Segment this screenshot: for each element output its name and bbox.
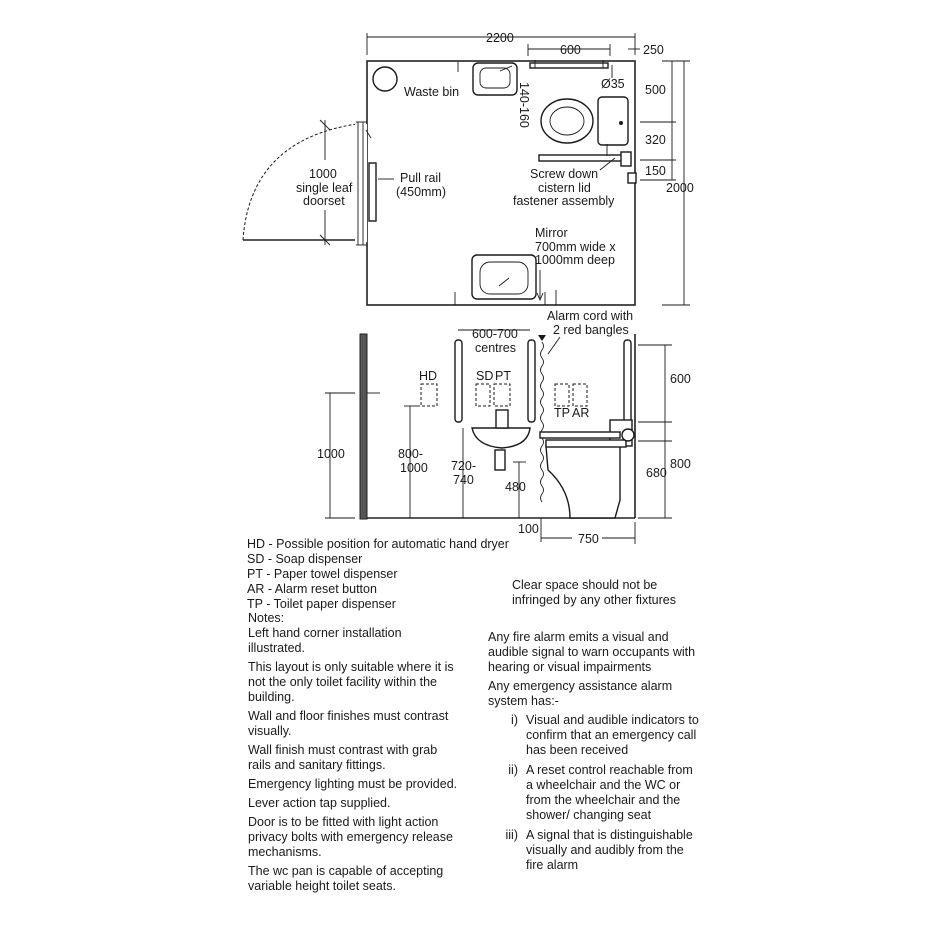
fire-alarm-text: Any fire alarm emits a visual and audibl… <box>488 630 696 674</box>
dim-250: 250 <box>643 43 664 57</box>
door-label-2: single leaf <box>296 181 353 195</box>
alarm-cord <box>540 341 544 503</box>
centres-label-1: 600-700 <box>472 327 518 341</box>
plan-hand-basin-bottom <box>471 254 537 300</box>
elevation-tap <box>495 409 509 429</box>
ar-label: AR <box>572 406 589 420</box>
elevation-view: 1000 HD 800- 1000 600-700 centres SD PT … <box>317 309 691 546</box>
legend-ar: AR - Alarm reset button <box>247 582 377 596</box>
waste-bin-icon <box>372 66 398 92</box>
emergency-intro-text: Any emergency assistance alarm system ha… <box>488 679 673 708</box>
elevation-wc <box>545 445 621 519</box>
legend: HD - Possible position for automatic han… <box>247 537 509 612</box>
dim-2200: 2200 <box>486 31 514 45</box>
centres-label-2: centres <box>475 341 516 355</box>
dim-500: 500 <box>645 83 666 97</box>
door-swing-arc <box>242 123 358 241</box>
note-6: Lever action tap supplied. <box>248 796 391 810</box>
note-4: Wall finish must contrast with grab rail… <box>248 743 438 772</box>
note-2: This layout is only suitable where it is… <box>248 660 454 704</box>
alarm-reset-position <box>572 383 588 407</box>
notes-heading: Notes: <box>248 611 285 625</box>
note-8: The wc pan is capable of accepting varia… <box>248 864 444 893</box>
plan-view: 2200 600 250 Ø35 Waste bin 140-160 <box>242 31 694 306</box>
mirror-label-1: Mirror <box>535 226 568 240</box>
plan-hand-basin-top <box>472 62 518 96</box>
mirror-label-3: 1000mm deep <box>535 253 615 267</box>
dim-750: 750 <box>578 532 599 546</box>
pull-rail <box>368 162 377 222</box>
dim-150: 150 <box>645 164 666 178</box>
elevation-wc-vertical-rail <box>527 339 536 423</box>
elevation-door-wall <box>359 333 368 520</box>
fire-alarm-note: Any fire alarm emits a visual and audibl… <box>488 630 698 713</box>
tp-label: TP <box>554 406 570 420</box>
emergency-item-2-text: A reset control reachable from a wheelch… <box>526 763 693 822</box>
alarm-label-1: Alarm cord with <box>547 309 633 323</box>
dim-100: 100 <box>518 522 539 536</box>
note-5: Emergency lighting must be provided. <box>248 777 458 791</box>
emergency-item-1-text: Visual and audible indicators to confirm… <box>526 713 699 757</box>
dim-elev-1000: 1000 <box>317 447 345 461</box>
dim-2000: 2000 <box>666 181 694 195</box>
dim-800: 800 <box>670 457 691 471</box>
dim-320: 320 <box>645 133 666 147</box>
waste-bin-label: Waste bin <box>404 85 459 99</box>
dim-rail-diameter: Ø35 <box>601 77 625 91</box>
fastener-label-3: fastener assembly <box>513 194 615 208</box>
plan-wc-pan <box>540 98 594 144</box>
sd-label: SD <box>476 369 493 383</box>
emergency-item-3: iii) A signal that is distinguishable vi… <box>488 828 703 873</box>
dim-720-740-a: 720- <box>451 459 476 473</box>
paper-towel-position <box>493 383 511 407</box>
dim-800-1000-b: 1000 <box>400 461 428 475</box>
pt-label: PT <box>495 369 511 383</box>
pull-rail-label-1: Pull rail <box>400 171 441 185</box>
note-7: Door is to be fitted with light action p… <box>248 815 453 859</box>
dim-800-1000-a: 800- <box>398 447 423 461</box>
elevation-right-vertical-rail <box>623 339 632 429</box>
alarm-label-2: 2 red bangles <box>553 323 629 337</box>
hand-dryer-position <box>420 383 438 407</box>
elevation-drop-down-rail <box>545 439 627 448</box>
emergency-item-1: i) Visual and audible indicators to conf… <box>488 713 703 758</box>
note-3: Wall and floor finishes must contrast vi… <box>248 709 449 738</box>
dim-680: 680 <box>646 466 667 480</box>
mirror-label-2: 700mm wide x <box>535 240 616 254</box>
clear-space-text: Clear space should not be infringed by a… <box>512 578 676 607</box>
note-1: Left hand corner installation illustrate… <box>248 626 402 655</box>
door-label-3: doorset <box>303 194 345 208</box>
plan-drop-down-rail <box>538 154 630 162</box>
soap-dispenser-position <box>475 383 491 407</box>
fastener-label-2: cistern lid <box>538 181 591 195</box>
door-label-1: 1000 <box>309 167 337 181</box>
plan-cistern <box>597 96 629 146</box>
emergency-item-2: ii) A reset control reachable from a whe… <box>488 763 703 823</box>
emergency-item-3-num: iii) <box>505 828 519 842</box>
dim-elev-600: 600 <box>670 372 691 386</box>
hd-label: HD <box>419 369 437 383</box>
legend-tp: TP - Toilet paper dispenser <box>247 597 396 611</box>
notes: Notes: Left hand corner installation ill… <box>248 611 460 898</box>
pull-rail-label-2: (450mm) <box>396 185 446 199</box>
elevation-hand-basin <box>471 427 531 449</box>
clear-space-note: Clear space should not be infringed by a… <box>512 578 692 612</box>
dim-140-160: 140-160 <box>517 82 531 128</box>
emergency-list: i) Visual and audible indicators to conf… <box>488 713 703 878</box>
dim-480: 480 <box>505 480 526 494</box>
dim-600-rail: 600 <box>560 43 581 57</box>
fastener-label-1: Screw down <box>530 167 598 181</box>
legend-hd: HD - Possible position for automatic han… <box>247 537 509 551</box>
plan-grab-rail-top <box>529 62 609 69</box>
elevation-vertical-grab-rail <box>454 339 463 423</box>
emergency-item-3-text: A signal that is distinguishable visuall… <box>526 828 693 872</box>
legend-pt: PT - Paper towel dispenser <box>247 567 398 581</box>
dim-720-740-b: 740 <box>453 473 474 487</box>
legend-sd: SD - Soap dispenser <box>247 552 363 566</box>
toilet-paper-position <box>554 383 570 407</box>
emergency-item-1-num: i) <box>511 713 518 727</box>
emergency-item-2-num: ii) <box>508 763 518 777</box>
